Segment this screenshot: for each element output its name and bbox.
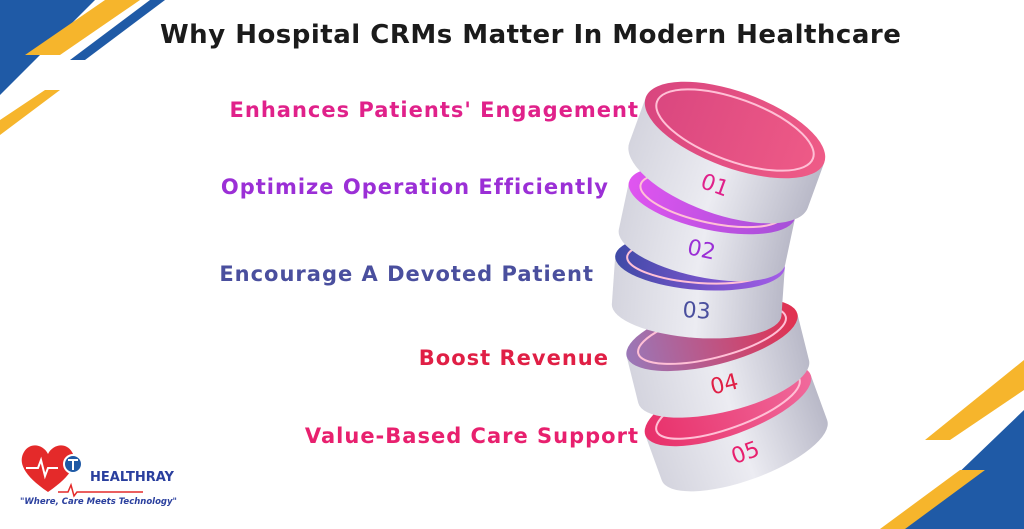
disk-number-3: 03: [682, 298, 712, 325]
disk-top: [644, 81, 826, 179]
item-label-5: Value-Based Care Support: [304, 424, 639, 448]
item-label-3: Encourage A Devoted Patient: [219, 262, 594, 286]
bottom-right-yellow-stripe-2: [880, 470, 985, 529]
disk-ring: [655, 88, 815, 172]
top-left-yellow-stripe: [25, 0, 140, 55]
top-left-blue-thin-stripe: [70, 0, 165, 60]
healthray-logo: HEALTHRAY "Where, Care Meets Technology": [18, 440, 177, 515]
disk-number-2: 02: [685, 235, 718, 265]
item-label-4: Boost Revenue: [418, 346, 609, 370]
item-label-1: Enhances Patients' Engagement: [229, 98, 639, 122]
heart-logo-icon: [21, 445, 143, 498]
disk-1: 01: [628, 81, 826, 224]
logo-name: HEALTHRAY: [90, 470, 174, 485]
bottom-right-yellow-stripe: [925, 360, 1024, 440]
logo-tagline: "Where, Care Meets Technology": [20, 497, 177, 507]
item-label-2: Optimize Operation Efficiently: [220, 175, 609, 199]
top-left-yellow-stripe-2: [0, 90, 60, 135]
page-title: Why Hospital CRMs Matter In Modern Healt…: [160, 20, 902, 50]
